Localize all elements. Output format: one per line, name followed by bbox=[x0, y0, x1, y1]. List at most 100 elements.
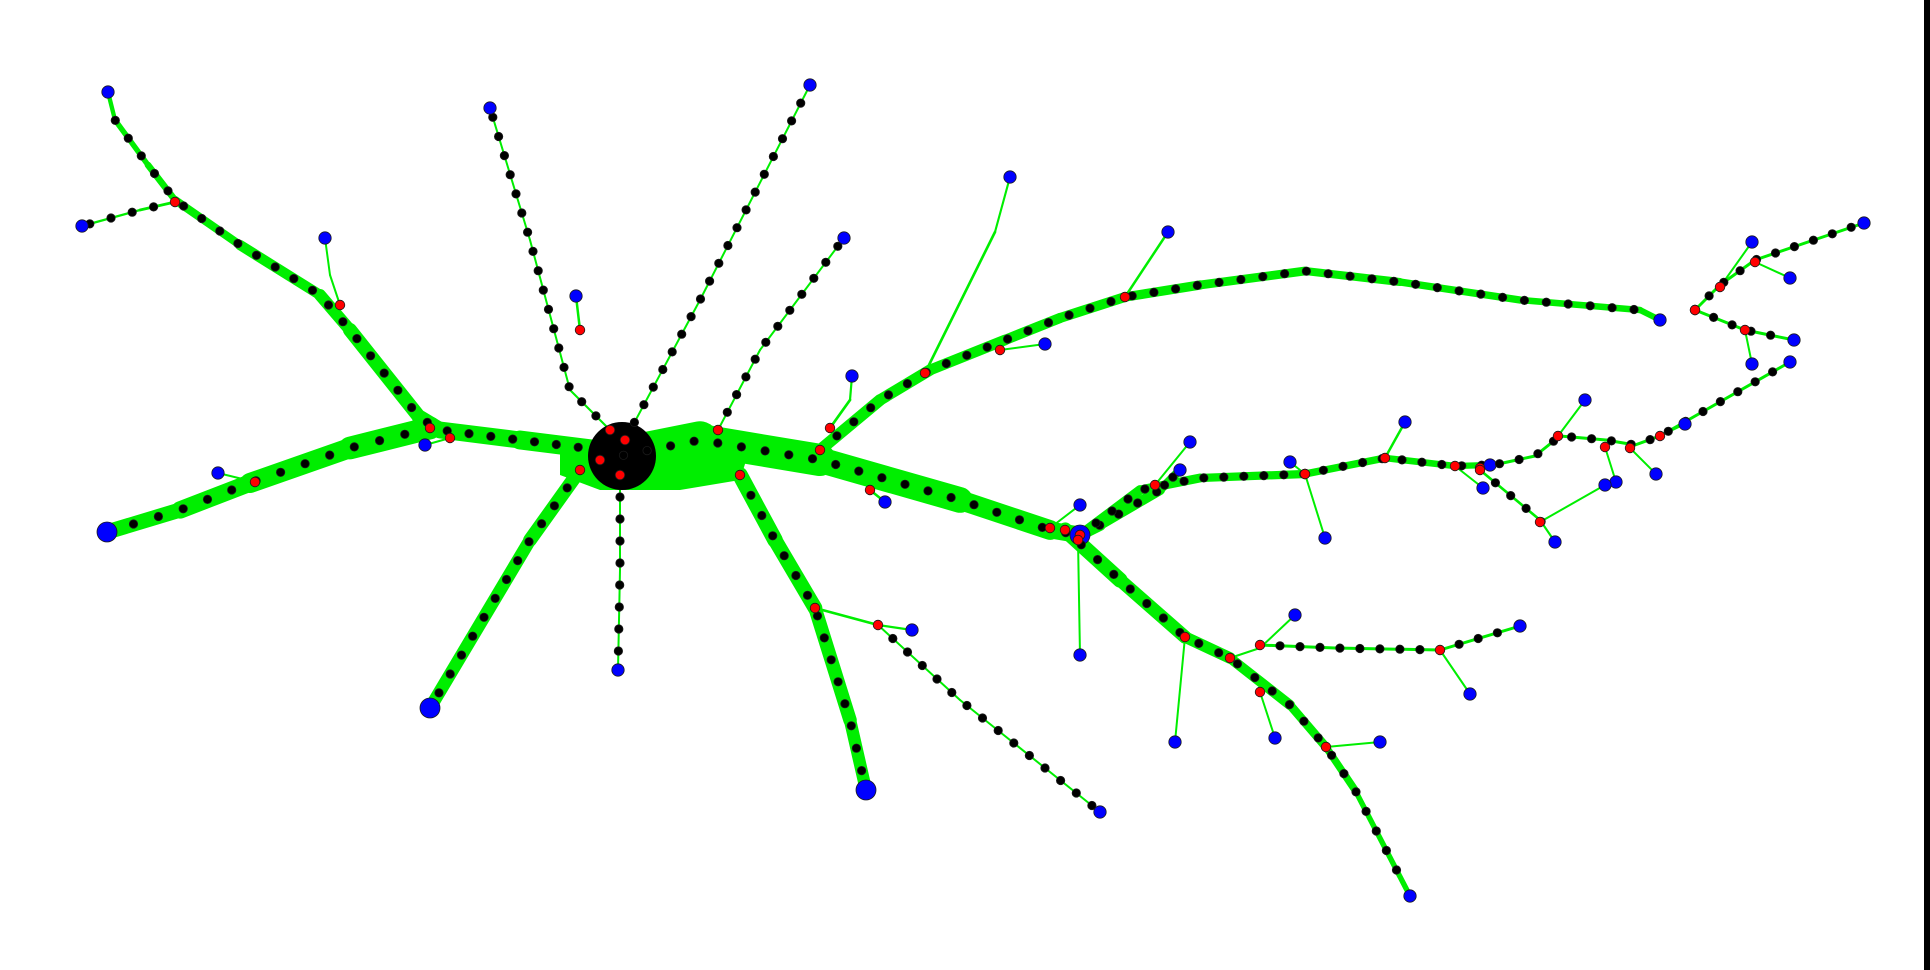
segment-node bbox=[1492, 628, 1503, 638]
terminal-tip bbox=[1857, 216, 1871, 230]
terminal-tip bbox=[1548, 535, 1562, 549]
segment-node bbox=[1009, 738, 1019, 748]
segment-node bbox=[750, 187, 760, 197]
segment-node bbox=[1514, 454, 1524, 465]
branch-point bbox=[1654, 430, 1666, 442]
branch-point bbox=[1299, 468, 1311, 480]
segment-node bbox=[900, 479, 910, 489]
terminal-tip bbox=[1161, 225, 1175, 239]
branch-point bbox=[1534, 516, 1546, 528]
segment-node bbox=[736, 442, 747, 452]
segment-node bbox=[486, 431, 496, 441]
terminal-tip bbox=[1173, 463, 1187, 477]
segment-node bbox=[1085, 303, 1095, 313]
branch-point bbox=[824, 422, 836, 434]
page-edge bbox=[1924, 0, 1930, 970]
segment-node bbox=[1606, 436, 1617, 446]
segment-node bbox=[1338, 461, 1348, 471]
segment-node bbox=[400, 429, 410, 439]
segment-node bbox=[1432, 282, 1442, 293]
segment-node bbox=[1142, 598, 1152, 609]
branch-point bbox=[574, 464, 586, 476]
segment-node bbox=[536, 519, 547, 529]
segment-node bbox=[982, 342, 992, 352]
segment-node bbox=[1301, 266, 1312, 276]
segment-node bbox=[1299, 716, 1309, 726]
segment-node bbox=[1375, 644, 1385, 654]
segment-node bbox=[1727, 320, 1737, 330]
segment-node bbox=[1563, 299, 1573, 309]
dendrite-segment bbox=[1259, 614, 1296, 649]
dendrite-segment bbox=[1558, 434, 1608, 442]
terminal-tip bbox=[1609, 475, 1623, 489]
segment-node bbox=[215, 226, 225, 236]
branch-point bbox=[334, 299, 346, 311]
segment-node bbox=[969, 500, 979, 510]
segment-node bbox=[490, 593, 500, 604]
branch-point bbox=[1149, 479, 1161, 491]
segment-node bbox=[819, 633, 829, 643]
segment-node bbox=[179, 201, 189, 211]
segment-node bbox=[1284, 699, 1295, 710]
segment-node bbox=[153, 511, 163, 522]
branch-point bbox=[919, 367, 931, 379]
segment-node bbox=[1827, 229, 1837, 239]
segment-node bbox=[714, 258, 724, 268]
segment-node bbox=[757, 510, 767, 521]
segment-node bbox=[1735, 266, 1745, 276]
segment-node bbox=[1232, 659, 1243, 669]
segment-node bbox=[1250, 672, 1260, 683]
segment-node bbox=[270, 262, 280, 272]
segment-node bbox=[1355, 643, 1365, 654]
segment-node bbox=[493, 131, 504, 142]
branch-point bbox=[1449, 460, 1461, 472]
segment-node bbox=[1214, 277, 1224, 287]
segment-node bbox=[1645, 434, 1655, 445]
segment-node bbox=[1770, 248, 1781, 258]
segment-node bbox=[533, 266, 543, 276]
segment-node bbox=[1125, 584, 1135, 594]
dendrite-segment bbox=[234, 239, 326, 301]
dendrite-segment bbox=[99, 502, 188, 540]
segment-node bbox=[1663, 426, 1673, 436]
segment-node bbox=[877, 473, 887, 483]
segment-node bbox=[1327, 750, 1337, 760]
segment-node bbox=[1133, 498, 1143, 508]
segment-node bbox=[1149, 287, 1159, 297]
segment-node bbox=[784, 450, 794, 460]
segment-node bbox=[689, 436, 699, 446]
segment-node bbox=[642, 445, 652, 456]
terminal-tip bbox=[1476, 481, 1490, 495]
segment-node bbox=[1239, 471, 1249, 481]
segment-node bbox=[613, 646, 624, 656]
segment-node bbox=[564, 382, 574, 392]
branch-point bbox=[1072, 534, 1084, 546]
branch-point bbox=[864, 484, 876, 496]
segment-node bbox=[1192, 280, 1202, 290]
segment-node bbox=[658, 364, 668, 375]
segment-node bbox=[833, 241, 843, 251]
terminal-tip bbox=[419, 697, 441, 719]
branch-point bbox=[1739, 324, 1751, 336]
segment-node bbox=[1417, 457, 1427, 467]
terminal-tip bbox=[211, 466, 225, 480]
segment-node bbox=[821, 257, 831, 267]
dendrite-segment bbox=[431, 421, 529, 449]
dendrite-segment bbox=[329, 274, 341, 306]
segment-node bbox=[796, 98, 806, 108]
segment-node bbox=[677, 329, 687, 339]
dendrite-segment bbox=[993, 175, 1012, 234]
dendrite-segment bbox=[171, 474, 259, 519]
segment-node bbox=[551, 439, 561, 450]
terminal-tip bbox=[1783, 271, 1797, 285]
terminal-tip bbox=[1073, 648, 1087, 662]
segment-node bbox=[379, 368, 389, 378]
segment-node bbox=[851, 743, 862, 753]
segment-node bbox=[1585, 301, 1595, 311]
segment-node bbox=[723, 240, 733, 251]
terminal-tip bbox=[569, 289, 583, 303]
segment-node bbox=[1107, 506, 1117, 516]
segment-node bbox=[1313, 733, 1323, 743]
segment-node bbox=[323, 300, 334, 310]
